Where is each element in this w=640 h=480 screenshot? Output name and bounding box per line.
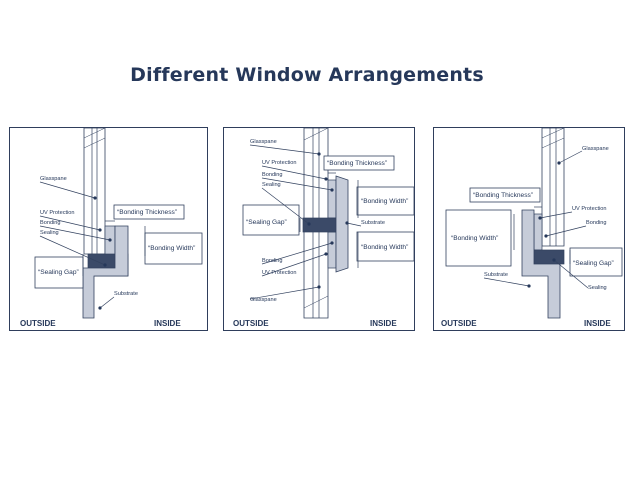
sealing-gap-label: “Sealing Gap” xyxy=(573,260,614,267)
glasspane-top-label: Glasspane xyxy=(250,139,277,145)
inside-label: INSIDE xyxy=(154,319,181,328)
sealing-label: Sealing xyxy=(262,182,281,188)
substrate-shape xyxy=(521,209,561,319)
uv-protection-top-label: UV Protection xyxy=(262,160,297,166)
substrate-label: Substrate xyxy=(361,220,385,226)
window-diagram-1: Glasspane UV Protection Bonding Sealing … xyxy=(20,128,203,328)
bonding-thickness-label: “Bonding Thickness” xyxy=(117,209,177,216)
sealing-gap-label: “Sealing Gap” xyxy=(246,219,287,226)
page-title: Different Window Arrangements xyxy=(130,64,484,86)
bonding-top-shape xyxy=(327,179,337,219)
diagram-panel-3: Glasspane UV Protection Bonding Sealing … xyxy=(433,127,625,331)
bonding-width-label: “Bonding Width” xyxy=(148,245,195,252)
bonding-width-box xyxy=(144,232,203,265)
bonding-bottom-label: Bonding xyxy=(262,258,283,264)
bonding-label: Bonding xyxy=(40,220,61,226)
bonding-bottom-shape xyxy=(327,231,337,269)
substrate-shape xyxy=(335,175,349,273)
outside-label: OUTSIDE xyxy=(20,319,56,328)
bonding-thickness-label: “Bonding Thickness” xyxy=(327,160,387,167)
glasspane-label: Glasspane xyxy=(582,146,609,152)
uv-protection-bottom-label: UV Protection xyxy=(262,270,297,276)
substrate-label: Substrate xyxy=(484,272,508,278)
sealing-gap-box xyxy=(34,256,84,289)
bonding-top-label: Bonding xyxy=(262,172,283,178)
bonding-width-label: “Bonding Width” xyxy=(451,235,498,242)
bonding-label: Bonding xyxy=(586,220,607,226)
glasspane-shape xyxy=(541,128,565,247)
bonding-thickness-box xyxy=(113,204,185,220)
glasspane-label: Glasspane xyxy=(40,176,67,182)
bonding-thickness-box xyxy=(469,187,541,203)
window-diagram-3: Glasspane UV Protection Bonding Sealing … xyxy=(441,128,623,328)
sealing-gap-box xyxy=(242,204,300,236)
diagram-panel-1: Glasspane UV Protection Bonding Sealing … xyxy=(9,127,208,331)
window-diagram-2: Glasspane UV Protection Bonding Sealing … xyxy=(233,128,415,328)
outside-label: OUTSIDE xyxy=(441,319,477,328)
glasspane-bottom-label: Glasspane xyxy=(250,297,277,303)
sealing-label: Sealing xyxy=(588,285,607,291)
sealing-gap-label: “Sealing Gap” xyxy=(38,269,79,276)
sealing-gap-box xyxy=(569,247,623,277)
outside-label: OUTSIDE xyxy=(233,319,269,328)
substrate-shape xyxy=(82,225,129,319)
diagram-panel-2: Glasspane UV Protection Bonding Sealing … xyxy=(223,127,415,331)
bonding-width-box xyxy=(445,209,512,267)
bonding-thickness-label: “Bonding Thickness” xyxy=(473,192,533,199)
inside-label: INSIDE xyxy=(584,319,611,328)
bonding-width-top-box xyxy=(356,186,415,216)
bonding-width-bottom-label: “Bonding Width” xyxy=(361,244,408,251)
sealing-label: Sealing xyxy=(40,230,59,236)
inside-label: INSIDE xyxy=(370,319,397,328)
bonding-shape xyxy=(533,213,543,251)
substrate-label: Substrate xyxy=(114,291,138,297)
bonding-width-top-label: “Bonding Width” xyxy=(361,198,408,205)
uv-protection-label: UV Protection xyxy=(572,206,607,212)
bonding-width-bottom-box xyxy=(356,231,415,262)
bonding-thickness-box xyxy=(323,155,395,171)
uv-protection-label: UV Protection xyxy=(40,210,75,216)
